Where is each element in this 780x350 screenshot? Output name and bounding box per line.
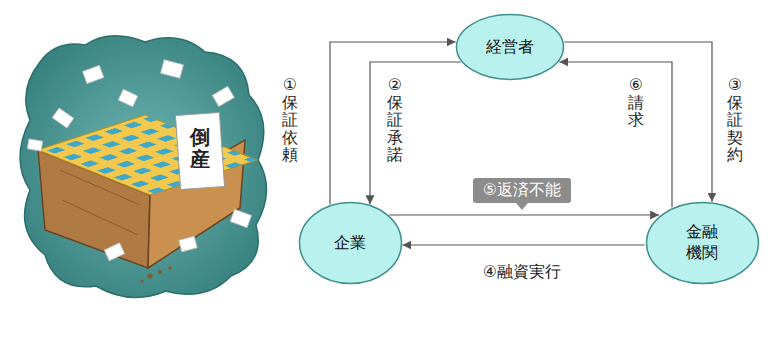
- node-text-group: 経営者: [486, 37, 534, 58]
- sign-text: 倒産: [190, 126, 210, 170]
- node-label: 金融機関: [685, 222, 719, 264]
- flow-arrow: [389, 214, 659, 215]
- node-text-group: 金融機関: [685, 222, 719, 264]
- node-text-group: 企業: [334, 233, 366, 254]
- callout-bubble: ⑤返済不能: [473, 178, 571, 203]
- flow-arrow: [370, 62, 461, 204]
- step-label: ④融資実行: [483, 262, 561, 283]
- entity-ellipse: 金融機関: [645, 201, 760, 285]
- step-label: ①保証依頼: [282, 76, 298, 164]
- step-label: ⑥請求: [628, 76, 644, 129]
- step-label: ②保証承諾: [387, 76, 403, 164]
- flow-arrow: [559, 62, 672, 207]
- entity-ellipse: 企業: [298, 201, 403, 285]
- flow-arrow: [564, 42, 712, 202]
- entity-ellipse: 経営者: [455, 13, 565, 81]
- flow-arrow: [330, 42, 456, 204]
- node-label: 企業: [334, 233, 366, 254]
- flow-arrow: [402, 244, 644, 245]
- step-label: ③保証契約: [727, 76, 743, 164]
- node-label: 経営者: [486, 37, 534, 58]
